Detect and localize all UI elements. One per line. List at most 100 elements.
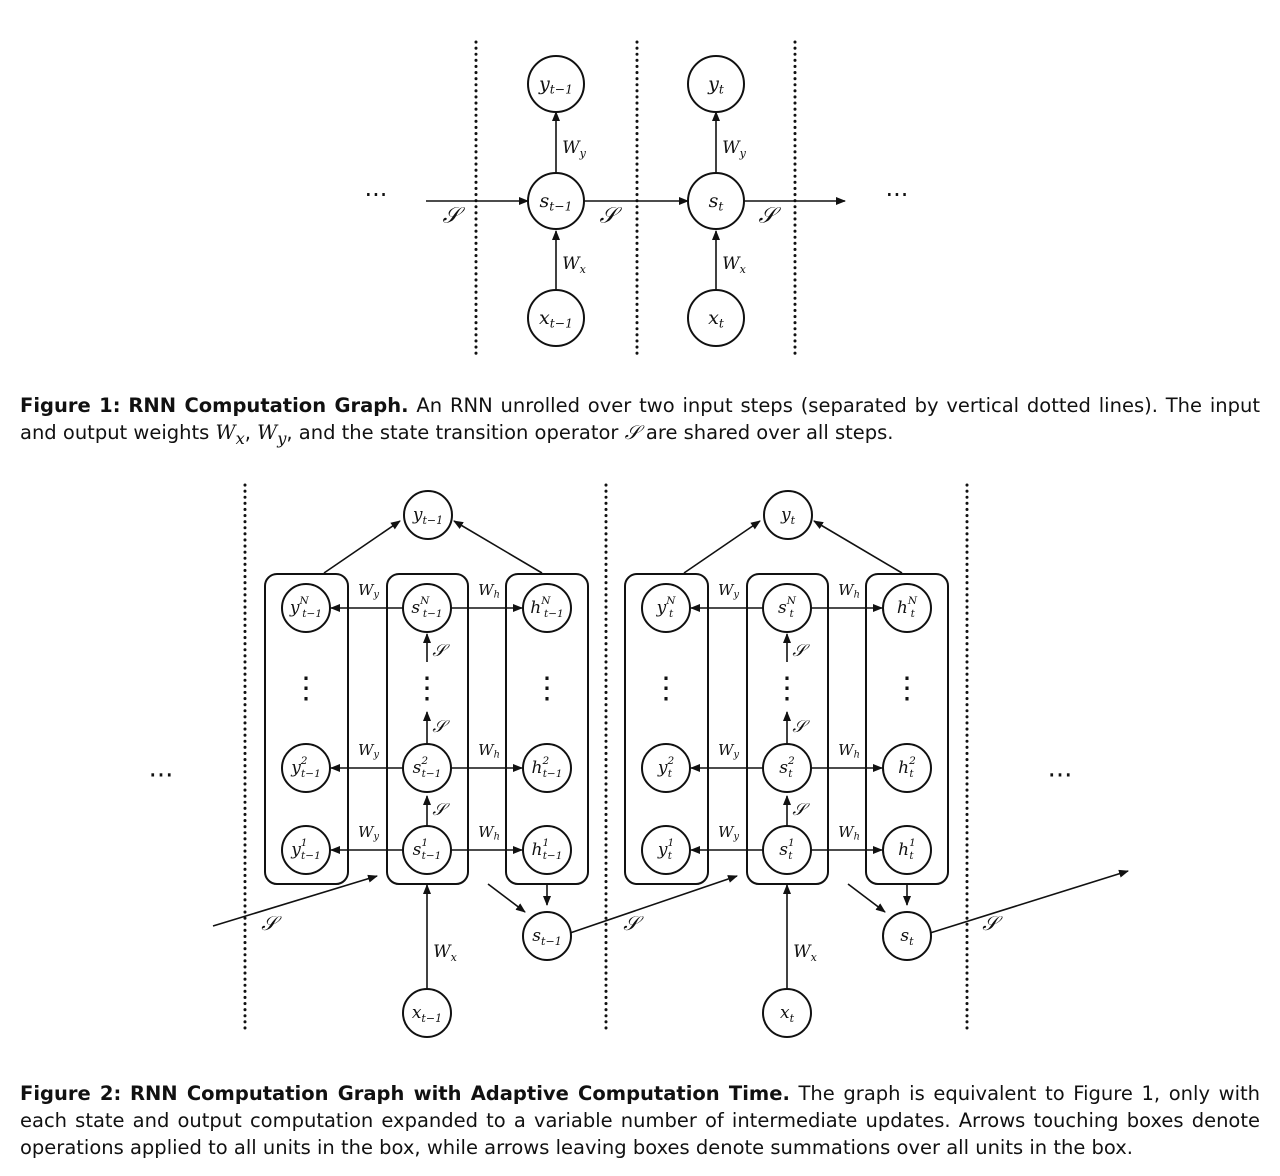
figure-1-caption-text-2: , and the state transition operator bbox=[286, 421, 625, 444]
figure-2-caption: Figure 2: RNN Computation Graph with Ada… bbox=[20, 1080, 1260, 1161]
step1-wy-label-one: Wy bbox=[358, 823, 379, 842]
step2-node-yN-circle bbox=[641, 583, 691, 633]
node-y-t-label: yt bbox=[707, 73, 724, 97]
node-x-t-label: xt bbox=[708, 307, 724, 331]
step1-S-label-2: 𝒮 bbox=[432, 717, 450, 737]
step1-vdots-1: ⋮ bbox=[412, 671, 442, 706]
wy-label-prev: Wy bbox=[562, 138, 586, 160]
step2-wy-label-two: Wy bbox=[718, 741, 739, 760]
step1-node-y2-circle bbox=[281, 743, 331, 793]
step2-wh-label-two: Wh bbox=[838, 741, 860, 760]
caption-math-wx: Wx bbox=[215, 421, 245, 448]
figure-1-caption-label: Figure 1: bbox=[20, 394, 121, 417]
step2-node-s-out-circle bbox=[882, 911, 932, 961]
ellipsis-right: ··· bbox=[1048, 761, 1073, 791]
node-y-t-circle bbox=[687, 55, 745, 113]
node-s-t-label: st bbox=[709, 190, 724, 214]
step1-vdots-2: ⋮ bbox=[532, 671, 562, 706]
step1-wh-label-two: Wh bbox=[478, 741, 500, 760]
state-arrow-out bbox=[929, 869, 1129, 934]
node-s-prev-circle bbox=[527, 172, 585, 230]
step2-node-x-in-label: xt bbox=[780, 1003, 795, 1025]
step2-node-s1-circle bbox=[762, 825, 812, 875]
step1-wy-label-N: Wy bbox=[358, 581, 379, 600]
step2-wx-label: Wx bbox=[793, 942, 817, 964]
step1-h-to-y-arrow bbox=[453, 520, 543, 574]
step2-node-y-out-circle bbox=[763, 490, 813, 540]
S-label-right: 𝒮 bbox=[982, 911, 1003, 935]
S-label-middle: 𝒮 bbox=[623, 911, 644, 935]
step1-node-s-out-label: st−1 bbox=[532, 926, 561, 948]
step1-node-y1-circle bbox=[281, 825, 331, 875]
step1-S-label-1: 𝒮 bbox=[432, 800, 450, 820]
caption-math-s: 𝒮 bbox=[624, 421, 640, 444]
step1-s-to-sout-arrow bbox=[487, 883, 526, 913]
step2-node-h2-circle bbox=[882, 743, 932, 793]
wy-label-t: Wy bbox=[722, 138, 746, 160]
figure-2-caption-text: The graph is equivalent to Figure 1, onl… bbox=[20, 1082, 1261, 1159]
step2-node-hN-circle bbox=[882, 583, 932, 633]
step1-node-s2-circle bbox=[402, 743, 452, 793]
step2-wy-label-one: Wy bbox=[718, 823, 739, 842]
figure-1-caption: Figure 1: RNN Computation Graph. An RNN … bbox=[20, 394, 1261, 448]
step1-y-sum-arrow bbox=[323, 520, 401, 574]
step2-node-y-out-label: yt bbox=[780, 505, 796, 527]
step1-node-s1-circle bbox=[402, 825, 452, 875]
step2-node-h1-circle bbox=[882, 825, 932, 875]
step1-S-label-3: 𝒮 bbox=[432, 641, 450, 661]
ellipsis-left: ··· bbox=[365, 181, 388, 209]
step1-node-s-out-circle bbox=[522, 911, 572, 961]
state-arrow-in bbox=[212, 874, 378, 927]
step2-S-label-2: 𝒮 bbox=[792, 717, 810, 737]
step2-node-y2-circle bbox=[641, 743, 691, 793]
step2-node-s-out-label: st bbox=[900, 926, 914, 948]
step2-h-to-y-arrow bbox=[813, 520, 903, 574]
step1-node-h2-circle bbox=[522, 743, 572, 793]
step2-node-sN-circle bbox=[762, 583, 812, 633]
node-x-prev-circle bbox=[527, 289, 585, 347]
caption-math-wy: Wy bbox=[257, 421, 287, 448]
step2-wh-label-N: Wh bbox=[838, 581, 860, 600]
node-y-prev-label: yt−1 bbox=[538, 73, 573, 97]
step1-node-hN-circle bbox=[522, 583, 572, 633]
ellipsis-left: ··· bbox=[149, 761, 174, 791]
step2-node-y1-circle bbox=[641, 825, 691, 875]
step2-s-to-sout-arrow bbox=[847, 883, 886, 913]
step2-node-s2-circle bbox=[762, 743, 812, 793]
node-x-prev-label: xt−1 bbox=[539, 307, 573, 331]
figure-2-caption-label: Figure 2: bbox=[20, 1082, 122, 1105]
step1-node-y-out-label: yt−1 bbox=[412, 505, 443, 527]
step1-wh-label-one: Wh bbox=[478, 823, 500, 842]
step2-vdots-0: ⋮ bbox=[651, 671, 681, 706]
node-y-prev-circle bbox=[527, 55, 585, 113]
state-arrow-mid bbox=[569, 875, 738, 934]
figure-1-caption-text-1: An RNN unrolled over two input steps (se… bbox=[20, 394, 1261, 444]
step2-S-label-3: 𝒮 bbox=[792, 641, 810, 661]
step1-wy-label-two: Wy bbox=[358, 741, 379, 760]
step2-wh-label-one: Wh bbox=[838, 823, 860, 842]
figure-2-caption-title: RNN Computation Graph with Adaptive Comp… bbox=[129, 1082, 790, 1105]
figure-1-caption-text-3: are shared over all steps. bbox=[639, 421, 894, 444]
step1-node-x-in-circle bbox=[402, 988, 452, 1038]
wx-label-t: Wx bbox=[722, 254, 746, 276]
step2-vdots-1: ⋮ bbox=[772, 671, 802, 706]
figure-1-caption-title: RNN Computation Graph. bbox=[128, 394, 409, 417]
